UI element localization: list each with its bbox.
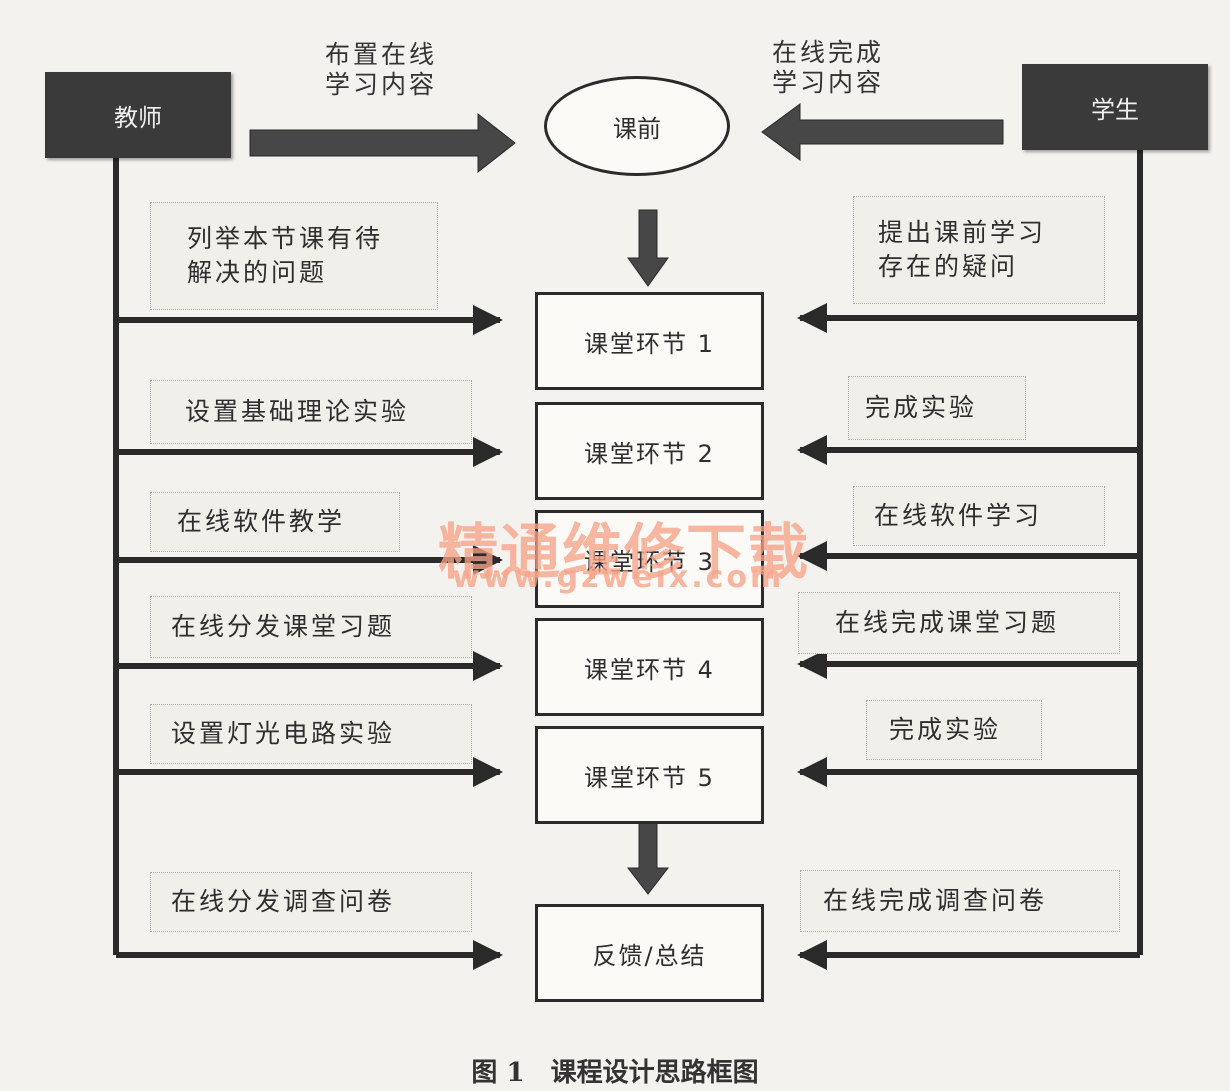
teacher-to-preclass-block-arrow [249,112,516,174]
teacher-note-4: 在线分发课堂习题 [150,596,472,658]
teacher-note-1-line-1: 列举本节课有待 [187,224,384,253]
student-label: 学生 [1091,95,1139,124]
stage-box-2: 课堂环节 2 [535,402,764,500]
student-note-4: 在线完成课堂习题 [798,592,1120,654]
student-to-preclass-block-arrow [761,103,1004,161]
student-note-3: 在线软件学习 [853,486,1105,546]
student-box: 学生 [1022,64,1208,150]
teacher-note-3-text: 在线软件教学 [177,507,346,536]
student-note-1-line-2: 存在的疑问 [878,252,1019,281]
stage-label: 课堂环节 4 [584,655,715,684]
teacher-preclass-action: 布置在线 学习内容 [325,40,437,100]
feedback-label: 反馈/总结 [592,941,707,970]
teacher-note-5-text: 设置灯光电路实验 [171,719,396,748]
teacher-note-feedback: 在线分发调查问卷 [150,872,472,932]
student-preclass-action-line-2: 学习内容 [772,68,885,97]
student-note-5: 完成实验 [866,700,1042,760]
student-note-feedback-text: 在线完成调查问卷 [823,886,1048,915]
student-note-4-text: 在线完成课堂习题 [835,608,1060,637]
stage-box-3: 课堂环节 3 [535,510,764,608]
student-note-2: 完成实验 [848,376,1026,440]
stage-box-4: 课堂环节 4 [535,618,764,716]
preclass-label: 课前 [613,114,661,143]
stage-box-1: 课堂环节 1 [535,292,764,390]
stage-box-5: 课堂环节 5 [535,726,764,824]
stage-label: 课堂环节 5 [584,763,715,792]
stage-label: 课堂环节 3 [584,547,715,576]
preclass-oval: 课前 [544,76,730,176]
teacher-label: 教师 [114,103,162,132]
stage-label: 课堂环节 2 [584,439,715,468]
teacher-note-1-line-2: 解决的问题 [187,258,328,287]
teacher-note-1: 列举本节课有待 解决的问题 [150,202,438,310]
stage-label: 课堂环节 1 [584,329,715,358]
student-note-feedback: 在线完成调查问卷 [800,870,1120,932]
student-note-1-line-1: 提出课前学习 [878,218,1047,247]
student-note-5-text: 完成实验 [889,715,1002,744]
teacher-note-3: 在线软件教学 [150,492,400,552]
teacher-note-2: 设置基础理论实验 [150,380,472,444]
teacher-note-2-text: 设置基础理论实验 [185,397,410,426]
teacher-preclass-action-line-1: 布置在线 [325,40,438,69]
watermark-title: 精通维修下载 [438,518,810,588]
student-preclass-action-line-1: 在线完成 [772,38,885,67]
teacher-note-5: 设置灯光电路实验 [150,704,472,764]
teacher-preclass-action-line-2: 学习内容 [325,70,438,99]
stage5-to-feedback-arrow [626,821,670,895]
teacher-note-4-text: 在线分发课堂习题 [171,612,396,641]
student-preclass-action: 在线完成 学习内容 [772,38,884,98]
student-note-3-text: 在线软件学习 [874,501,1043,530]
student-note-2-text: 完成实验 [865,393,978,422]
teacher-note-feedback-text: 在线分发调查问卷 [171,887,396,916]
figure-caption: 图 1 课程设计思路框图 [471,1058,759,1088]
preclass-to-stage1-arrow [627,209,669,287]
watermark-url: www.gzweix.com [452,560,785,595]
student-note-1: 提出课前学习 存在的疑问 [853,196,1105,304]
feedback-box: 反馈/总结 [535,904,764,1002]
teacher-box: 教师 [45,72,231,158]
